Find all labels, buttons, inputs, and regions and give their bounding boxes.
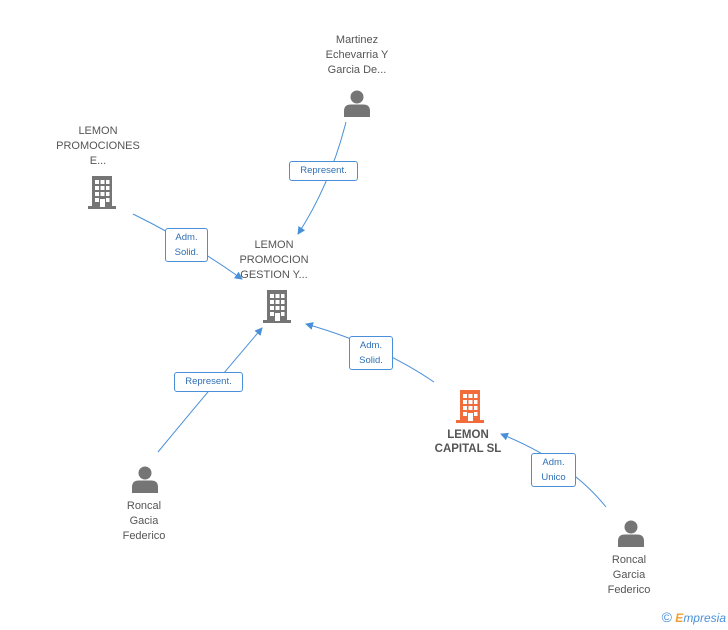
edge-label-line: Solid. xyxy=(174,247,199,258)
building-icon[interactable] xyxy=(86,175,118,209)
label-line: LEMON xyxy=(447,429,489,441)
edge-label-line: Adm. xyxy=(175,232,198,243)
edge-label-line: Represent. xyxy=(185,376,232,387)
label-line: Echevarria Y xyxy=(325,49,389,61)
edge-roncal-gacia-to-gestion[interactable] xyxy=(157,327,263,453)
label-line: Roncal xyxy=(611,554,647,566)
edge-label-line: Unico xyxy=(541,472,566,483)
label-line: Garcia xyxy=(612,569,646,581)
node-label-lemon-capital[interactable]: LEMON CAPITAL SL xyxy=(418,428,518,456)
person-icon[interactable] xyxy=(617,519,645,547)
person-icon[interactable] xyxy=(131,465,159,493)
edge-label-represent[interactable]: Represent. xyxy=(289,161,358,181)
brand-name: mpresia xyxy=(683,611,726,625)
node-label-roncal-garcia[interactable]: Roncal Garcia Federico xyxy=(579,553,679,598)
edges-layer xyxy=(132,121,607,508)
label-line: Federico xyxy=(122,530,166,542)
node-label-lemon-promocion-gestion[interactable]: LEMON PROMOCION GESTION Y... xyxy=(224,238,324,283)
label-line: GESTION Y... xyxy=(240,269,308,281)
label-line: Garcia De... xyxy=(327,64,387,76)
label-line: PROMOCIONES xyxy=(56,140,140,152)
edge-label-line: Adm. xyxy=(542,457,565,468)
edge-label-line: Solid. xyxy=(359,355,383,366)
person-icon[interactable] xyxy=(343,89,371,117)
node-label-roncal-gacia[interactable]: Roncal Gacia Federico xyxy=(94,499,194,544)
edge-label-adm-solid[interactable]: Adm. Solid. xyxy=(349,336,393,370)
label-line: Martinez xyxy=(335,34,379,46)
brand-e-logo: E xyxy=(675,611,684,625)
empresia-brand[interactable]: © Empresia xyxy=(662,609,726,625)
label-line: E... xyxy=(89,155,107,167)
node-label-martinez[interactable]: Martinez Echevarria Y Garcia De... xyxy=(297,33,417,78)
node-label-lemon-promociones[interactable]: LEMON PROMOCIONES E... xyxy=(48,124,148,169)
building-icon[interactable] xyxy=(454,389,486,423)
label-line: Federico xyxy=(607,584,651,596)
label-line: PROMOCION xyxy=(239,254,309,266)
edge-martinez-to-gestion[interactable] xyxy=(297,121,347,235)
edge-label-represent[interactable]: Represent. xyxy=(174,372,243,392)
edge-label-adm-unico[interactable]: Adm. Unico xyxy=(531,453,576,487)
label-line: CAPITAL SL xyxy=(434,443,502,455)
edge-label-adm-solid[interactable]: Adm. Solid. xyxy=(165,228,208,262)
edge-label-line: Adm. xyxy=(359,340,383,351)
building-icon[interactable] xyxy=(261,289,293,323)
label-line: Roncal xyxy=(126,500,162,512)
label-line: Gacia xyxy=(129,515,159,527)
edge-label-line: Represent. xyxy=(300,165,347,176)
label-line: LEMON xyxy=(78,125,118,137)
label-line: LEMON xyxy=(254,239,294,251)
copyright-symbol: © xyxy=(661,609,672,625)
